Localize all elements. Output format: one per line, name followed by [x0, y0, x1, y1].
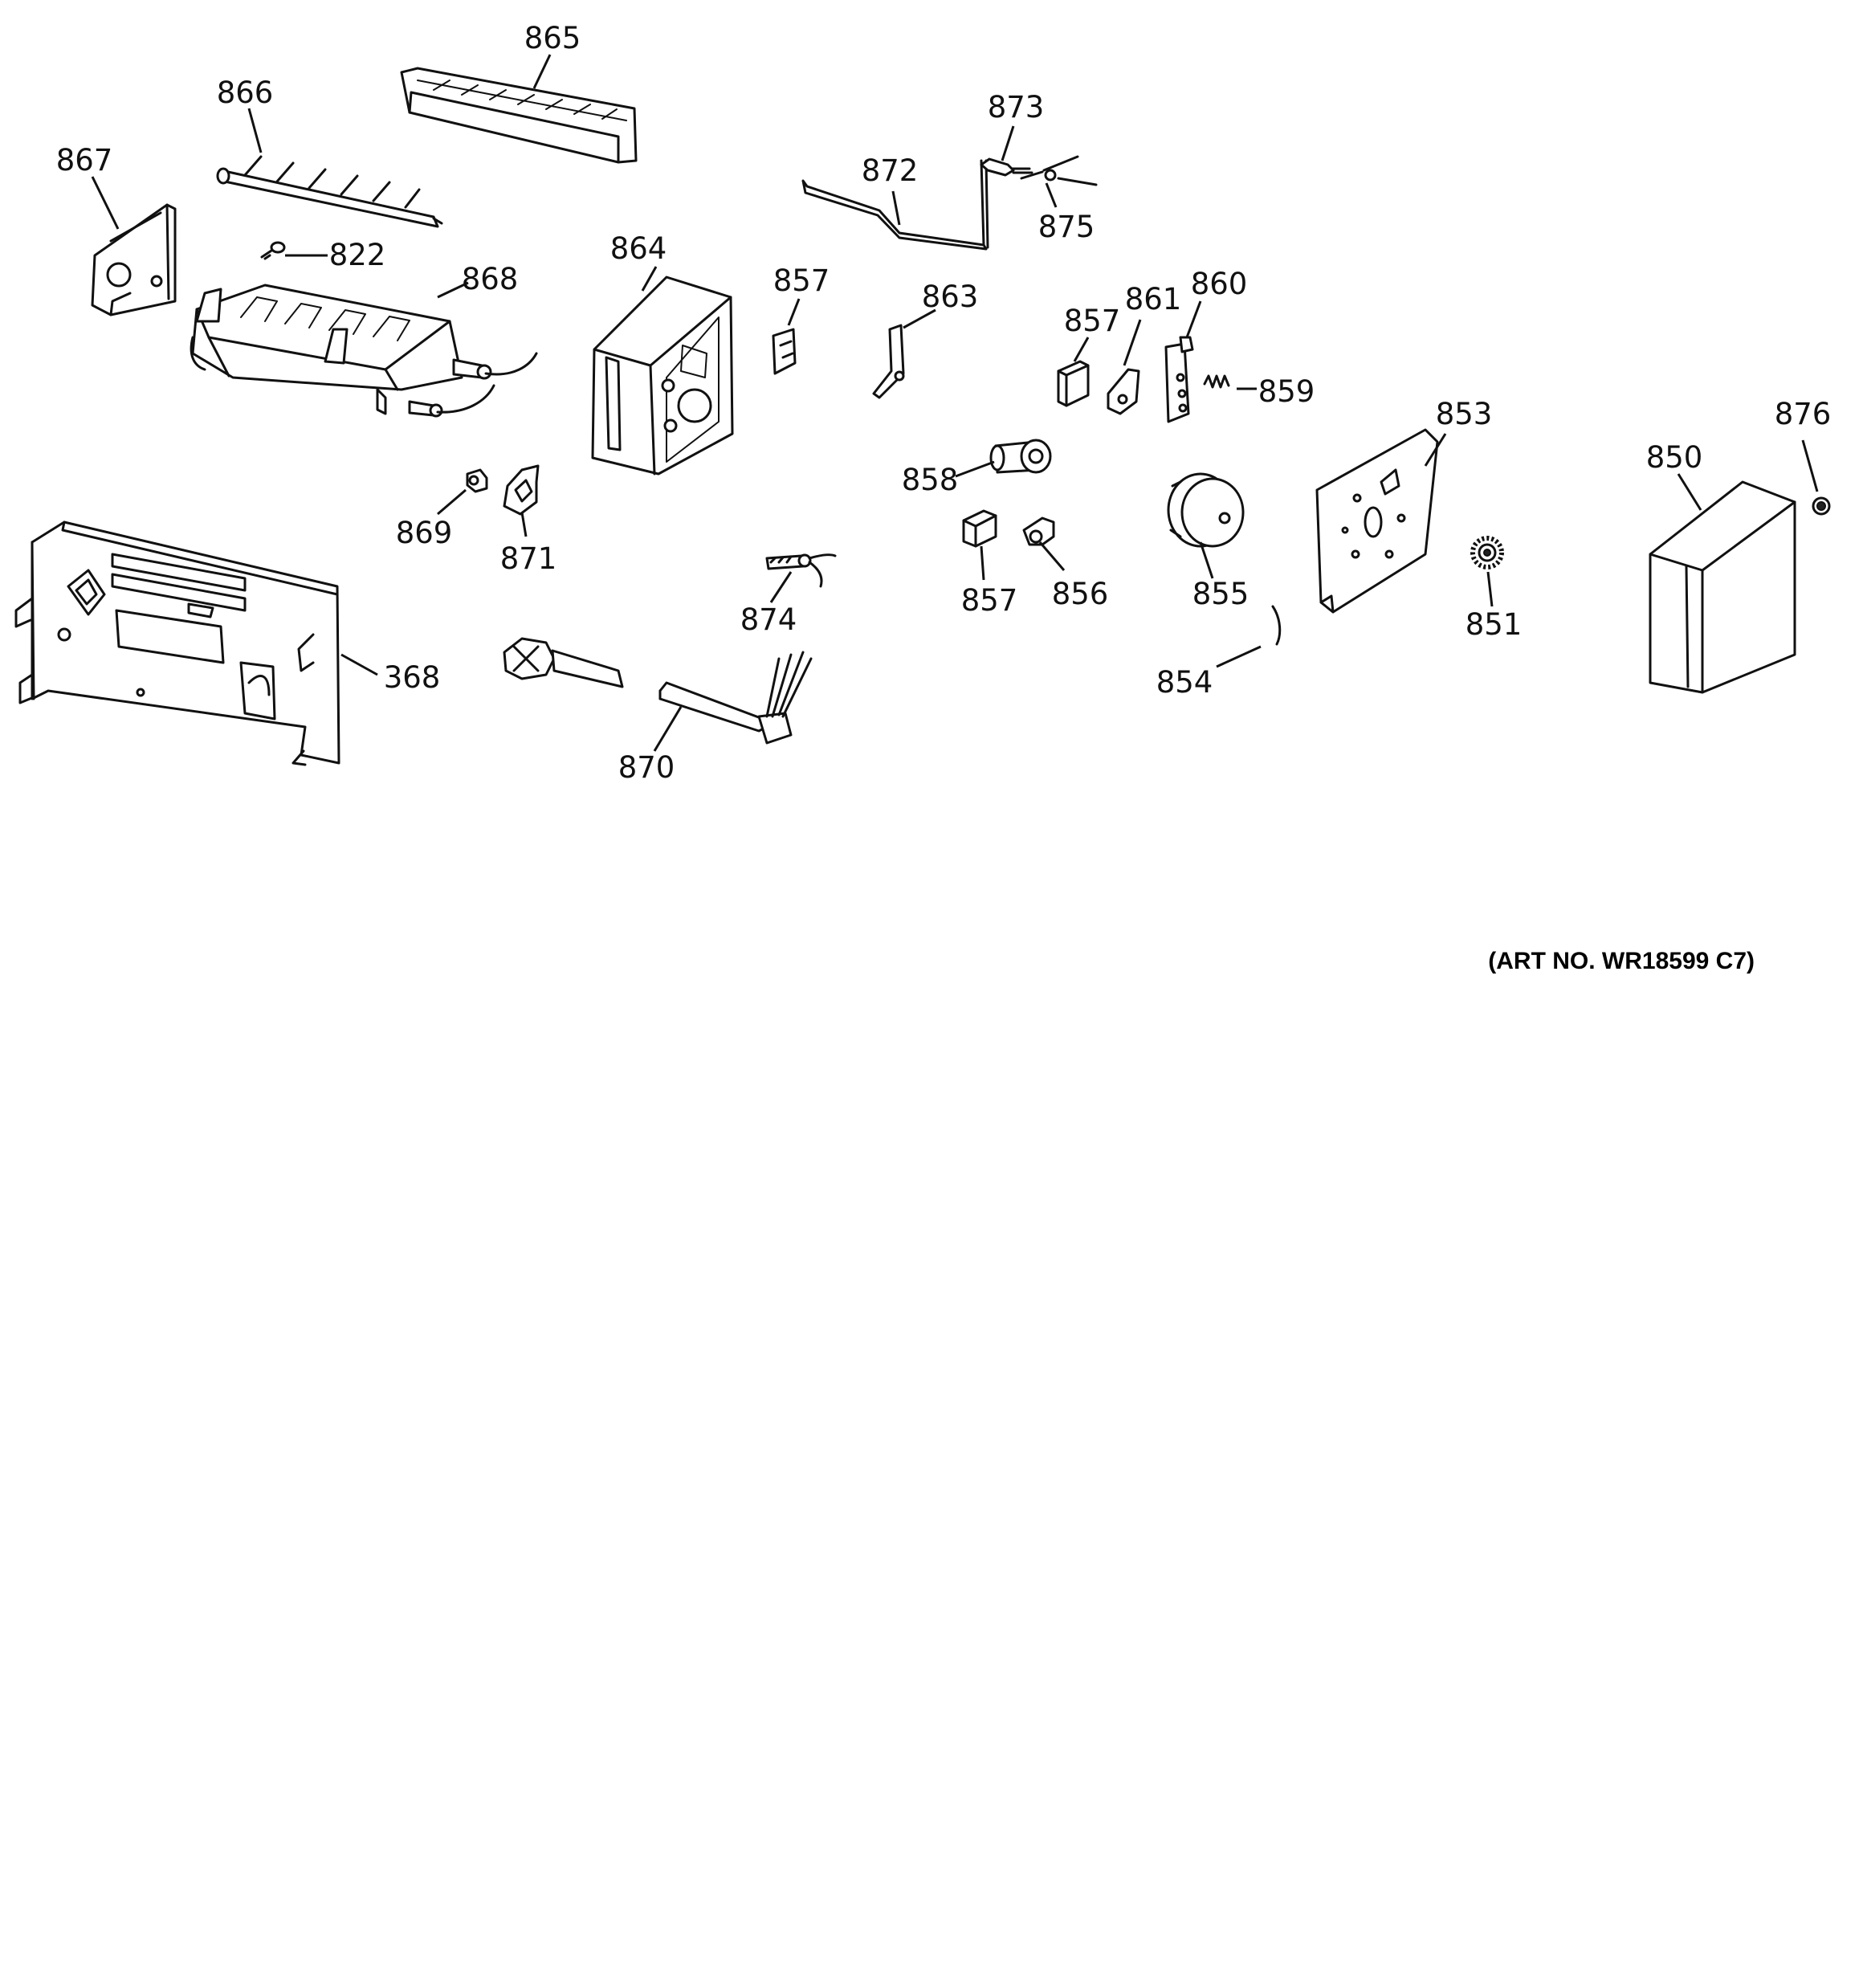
part-853-drawing — [1315, 428, 1439, 614]
part-857a-drawing — [772, 328, 797, 375]
callout-853: 853 — [1436, 397, 1493, 431]
part-875-drawing — [1020, 155, 1098, 186]
part-866-drawing — [216, 155, 443, 228]
part-872-drawing — [801, 159, 989, 251]
callout-870: 870 — [618, 750, 675, 785]
callout-864: 864 — [610, 231, 667, 266]
callout-368: 368 — [384, 660, 441, 695]
callout-857-upper: 857 — [773, 263, 830, 298]
callout-868: 868 — [462, 262, 519, 296]
part-876-drawing — [1812, 496, 1831, 516]
leader-lines — [91, 54, 1819, 752]
part-850-drawing — [1649, 480, 1796, 694]
callout-856: 856 — [1052, 577, 1109, 611]
part-857b-drawing — [1057, 360, 1090, 407]
callout-labels: 865 866 867 822 868 864 857 863 872 873 … — [56, 21, 1832, 785]
callout-865: 865 — [524, 21, 581, 55]
callout-872: 872 — [862, 153, 919, 188]
callout-876: 876 — [1775, 397, 1832, 431]
part-857c-drawing — [962, 509, 997, 548]
part-861-drawing — [1107, 368, 1140, 415]
callout-860: 860 — [1191, 267, 1248, 301]
part-865-drawing — [400, 67, 638, 164]
part-856-drawing — [1022, 516, 1055, 546]
callout-861: 861 — [1125, 282, 1182, 316]
callout-855: 855 — [1192, 577, 1249, 611]
callout-874: 874 — [740, 602, 797, 637]
callout-875: 875 — [1038, 210, 1095, 244]
art-number: (ART NO. WR18599 C7) — [1488, 948, 1755, 974]
callout-858: 858 — [902, 463, 959, 497]
part-869-drawing — [466, 468, 488, 493]
part-822-drawing — [260, 241, 286, 260]
callout-863: 863 — [922, 280, 979, 314]
callout-822: 822 — [329, 238, 386, 272]
part-860-drawing — [1164, 336, 1194, 423]
part-858-drawing — [989, 439, 1052, 474]
callout-857-middle: 857 — [1064, 304, 1121, 338]
part-854-drawing — [1271, 605, 1282, 646]
callout-850: 850 — [1646, 440, 1703, 475]
callout-851: 851 — [1466, 607, 1523, 642]
callout-869: 869 — [396, 516, 453, 550]
part-863-drawing — [872, 324, 905, 399]
part-851-drawing — [1470, 536, 1504, 569]
callout-873: 873 — [988, 90, 1045, 125]
callout-867: 867 — [56, 143, 113, 178]
part-873-drawing — [980, 157, 1033, 177]
callout-866: 866 — [217, 76, 274, 110]
part-855-drawing — [1167, 472, 1245, 548]
callout-854: 854 — [1156, 665, 1213, 700]
part-859-drawing — [1203, 374, 1230, 389]
callout-871: 871 — [500, 541, 557, 576]
part-867-drawing — [91, 203, 177, 316]
callout-857-lower: 857 — [961, 583, 1018, 618]
part-864-drawing — [591, 276, 734, 476]
part-870-drawing — [503, 637, 813, 745]
part-368-drawing — [14, 520, 340, 766]
callout-859: 859 — [1258, 374, 1315, 409]
part-868-drawing — [190, 284, 538, 418]
part-871-drawing — [503, 464, 540, 516]
part-874-drawing — [765, 553, 837, 588]
